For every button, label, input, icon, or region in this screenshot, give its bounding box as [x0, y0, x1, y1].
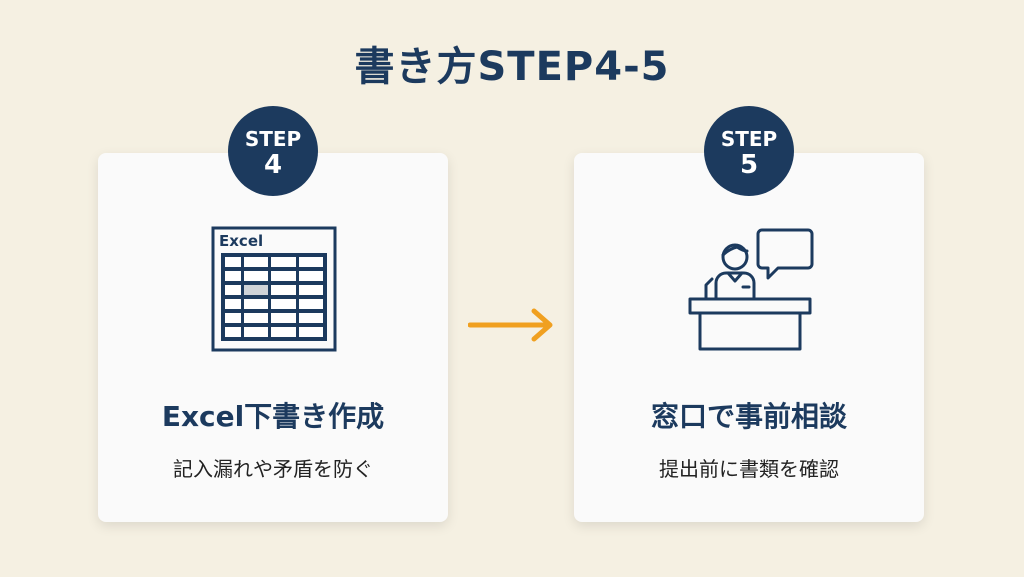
spreadsheet-cell: [244, 313, 268, 323]
step-number: 4: [263, 150, 283, 180]
spreadsheet-cell: [271, 299, 296, 309]
spreadsheet-cell: [271, 257, 296, 267]
step-heading: Excel下書き作成: [161, 400, 385, 433]
spreadsheet-cell: [299, 257, 323, 267]
spreadsheet-cell: [225, 285, 241, 295]
step-heading: 窓口で事前相談: [650, 400, 847, 433]
spreadsheet-cell: [225, 327, 241, 337]
step-label: STEP: [720, 127, 778, 151]
spreadsheet-cell: [244, 327, 268, 337]
excel-label: Excel: [219, 232, 263, 250]
page-title: 書き方STEP4-5: [354, 44, 670, 90]
arrow-right-icon: [468, 308, 553, 342]
spreadsheet-cell: [271, 271, 296, 281]
spreadsheet-cell: [244, 257, 268, 267]
spreadsheet-cell: [225, 257, 241, 267]
step-description: 記入漏れや矛盾を防ぐ: [173, 457, 373, 481]
spreadsheet-cell: [299, 327, 323, 337]
spreadsheet-cell: [271, 313, 296, 323]
step-5-card: 窓口で事前相談 提出前に書類を確認: [574, 153, 924, 522]
spreadsheet-cell: [225, 313, 241, 323]
spreadsheet-cell: [244, 299, 268, 309]
spreadsheet-cell: [271, 285, 296, 295]
spreadsheet-cell: [299, 313, 323, 323]
spreadsheet-cell: [244, 285, 268, 295]
spreadsheet-cell: [271, 327, 296, 337]
step-label: STEP: [244, 127, 302, 151]
spreadsheet-cell: [299, 285, 323, 295]
step-4-badge: STEP 4: [228, 106, 318, 196]
spreadsheet-cell: [299, 271, 323, 281]
spreadsheet-cell: [244, 271, 268, 281]
step-4-card: Excel Excel下書き作成 記入漏れや矛盾を防ぐ: [98, 153, 448, 522]
spreadsheet-cell: [299, 299, 323, 309]
counter-consultation-icon: [688, 228, 814, 351]
excel-spreadsheet-icon: Excel: [211, 226, 337, 352]
step-description: 提出前に書類を確認: [659, 457, 839, 481]
step-5-badge: STEP 5: [704, 106, 794, 196]
step-number: 5: [739, 150, 759, 180]
spreadsheet-cell: [225, 299, 241, 309]
spreadsheet-cell: [225, 271, 241, 281]
